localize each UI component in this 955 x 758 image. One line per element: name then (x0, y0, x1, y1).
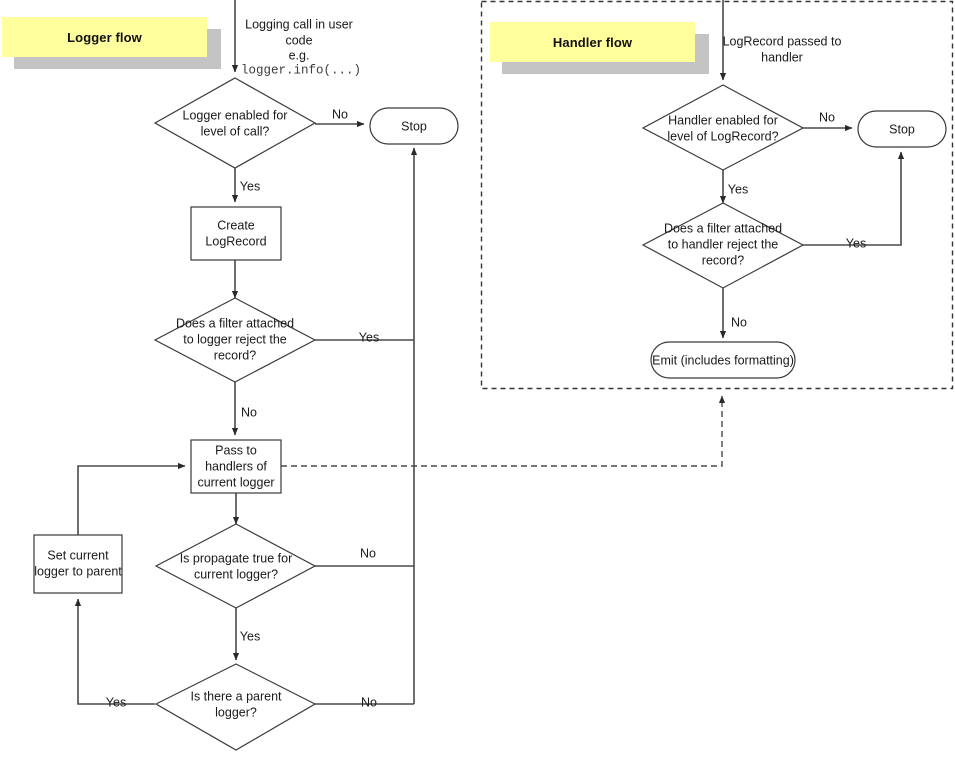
handler-flow-banner: Handler flow (490, 22, 709, 74)
process-set-current-logger-parent-line-1: logger to parent (34, 564, 122, 578)
decision-handler-enabled-line-1: level of LogRecord? (667, 129, 778, 143)
process-pass-to-handlers-line-2: current logger (197, 475, 274, 489)
edge-label-handler-enabled-yes: Yes (728, 182, 748, 196)
decision-has-parent-logger-line-1: logger? (215, 705, 257, 719)
edge-label-propagate-yes: Yes (240, 629, 260, 643)
terminator-emit-label: Emit (includes formatting) (652, 353, 794, 367)
handler-flow-group-border (480, 0, 954, 390)
logger-flow-banner-face: Logger flow (2, 17, 207, 57)
terminator-handler-stop-label: Stop (889, 122, 915, 136)
edge-handler-filter-yes (803, 151, 905, 246)
decision-handler-filter-line-1: to handler reject the (668, 237, 779, 251)
process-pass-to-handlers-line-0: Pass to (215, 443, 257, 457)
decision-logger-filter-line-0: Does a filter attached (176, 316, 294, 330)
edge-parent-yes (74, 598, 155, 705)
logrecord-passed-annotation-line-1: handler (761, 50, 803, 64)
decision-is-propagate-line-1: current logger? (194, 567, 278, 581)
decision-logger-filter-line-2: record? (214, 348, 256, 362)
logger-flow-banner: Logger flow (2, 17, 221, 69)
logging-call-annotation-line-2: e.g. (289, 48, 310, 62)
decision-handler-enabled (641, 84, 805, 171)
logging-call-annotation-code: logger.info(...) (241, 63, 361, 77)
logging-call-annotation-line-0: Logging call in user (245, 17, 353, 31)
logger-flow-banner-label: Logger flow (67, 29, 142, 45)
terminator-handler-stop (857, 110, 947, 148)
edge-label-logger-enabled-yes: Yes (240, 179, 260, 193)
edge-label-logger-enabled-no: No (332, 107, 348, 121)
decision-logger-filter-line-1: to logger reject the (183, 332, 287, 346)
decision-is-propagate-line-0: Is propagate true for (180, 551, 293, 565)
decision-handler-enabled-line-0: Handler enabled for (668, 113, 778, 127)
edge-label-handler-enabled-no: No (819, 110, 835, 124)
terminator-logger-stop-label: Stop (401, 119, 427, 133)
edge-label-logger-filter-yes: Yes (359, 330, 379, 344)
decision-has-parent-logger (154, 663, 317, 751)
terminator-logger-stop (369, 107, 459, 145)
edge-pass-to-emit-dashed (281, 395, 726, 467)
decision-logger-enabled (153, 77, 317, 169)
logrecord-passed-annotation-line-0: LogRecord passed to (723, 34, 842, 48)
decision-logger-enabled-line-0: Logger enabled for (183, 108, 288, 122)
process-create-logrecord-line-0: Create (217, 218, 255, 232)
edge-label-logger-filter-no: No (241, 405, 257, 419)
decision-is-propagate (154, 523, 317, 609)
process-create-logrecord (190, 206, 282, 261)
decision-handler-filter-line-2: record? (702, 253, 744, 267)
decision-handler-filter-line-0: Does a filter attached (664, 221, 782, 235)
process-create-logrecord-line-1: LogRecord (205, 234, 266, 248)
edge-label-handler-filter-no: No (731, 315, 747, 329)
process-pass-to-handlers (190, 439, 282, 494)
decision-logger-enabled-line-1: level of call? (201, 124, 270, 138)
decision-handler-filter (641, 202, 805, 289)
process-set-current-logger-parent (33, 534, 123, 594)
process-pass-to-handlers-line-1: handlers of (205, 459, 267, 473)
terminator-emit (650, 341, 796, 379)
handler-flow-banner-face: Handler flow (490, 22, 695, 62)
edge-set-parent-to-pass (77, 462, 186, 535)
handler-flow-banner-label: Handler flow (552, 34, 633, 50)
edge-label-propagate-no: No (360, 546, 376, 560)
decision-logger-filter (153, 297, 317, 383)
edge-label-parent-no: No (361, 695, 377, 709)
process-set-current-logger-parent-line-0: Set current (47, 548, 109, 562)
logging-call-annotation-line-1: code (285, 33, 312, 47)
edge-label-handler-filter-yes: Yes (846, 236, 866, 250)
decision-has-parent-logger-line-0: Is there a parent (190, 689, 282, 703)
edge-label-parent-yes: Yes (106, 695, 126, 709)
